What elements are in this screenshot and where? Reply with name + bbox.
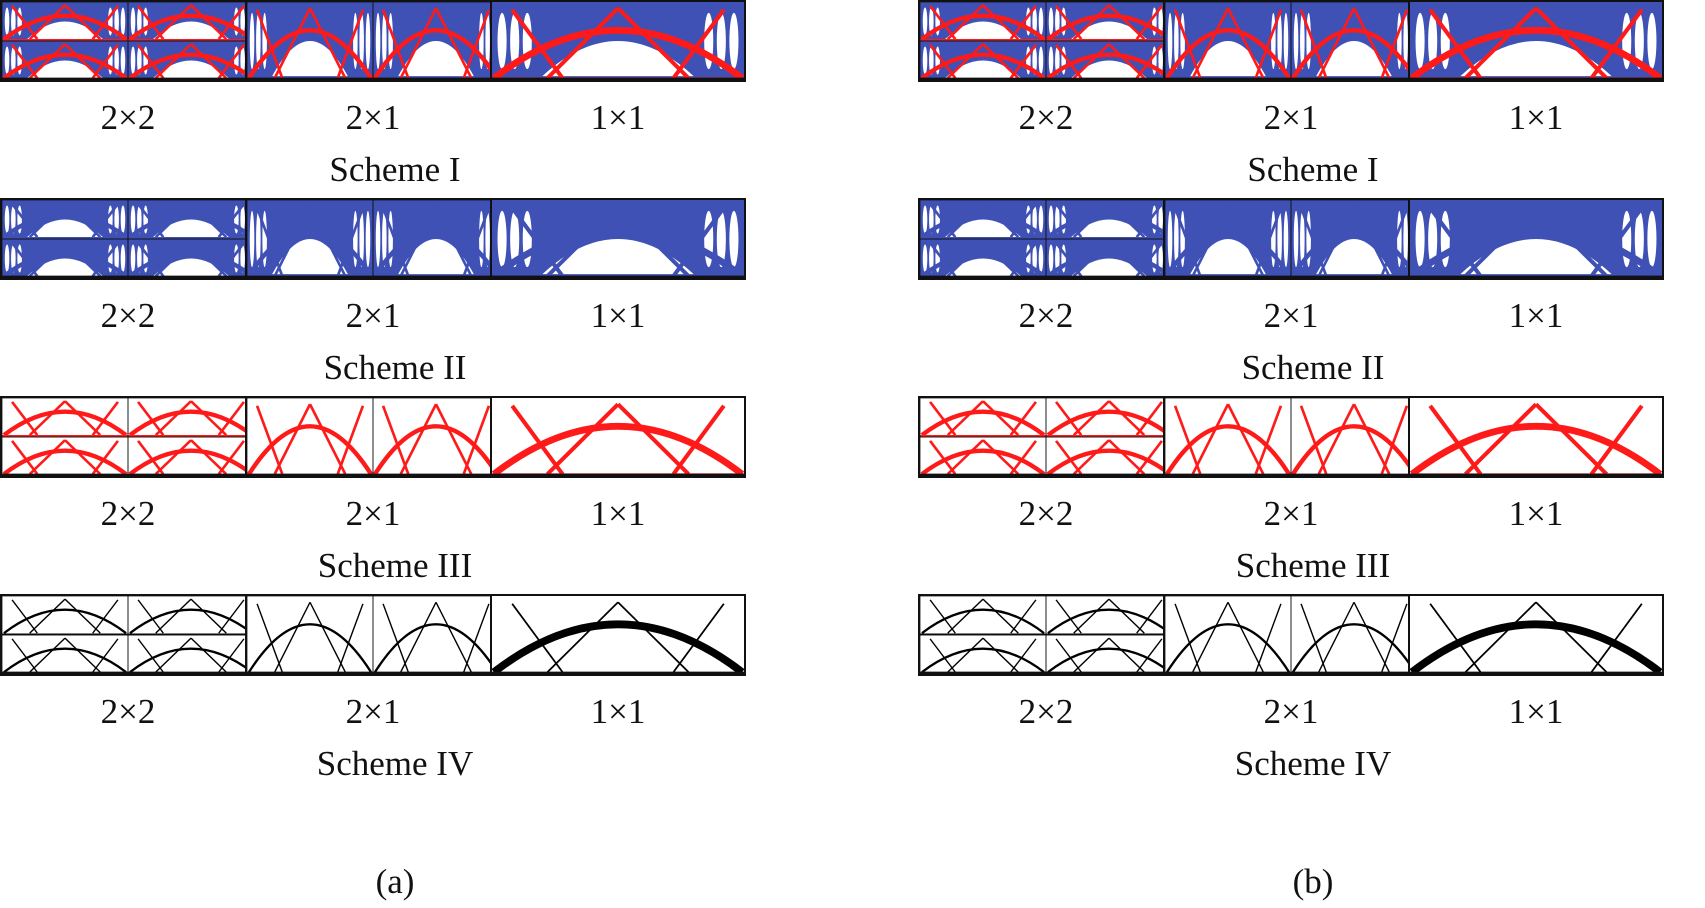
subdomain-size-label: 2×1 bbox=[1263, 98, 1319, 137]
topology-image bbox=[918, 594, 1174, 676]
topology-image bbox=[918, 198, 1174, 280]
scheme-title: Scheme II bbox=[323, 348, 467, 387]
topology-drawing bbox=[247, 596, 499, 674]
topology-image bbox=[490, 0, 746, 82]
topology-image bbox=[490, 594, 746, 676]
topology-drawing bbox=[247, 2, 499, 80]
topology-image bbox=[490, 198, 746, 280]
topology-drawing bbox=[492, 601, 744, 674]
topology-drawing bbox=[2, 596, 254, 674]
topology-image bbox=[1408, 0, 1664, 82]
topology-image bbox=[245, 396, 501, 478]
subdomain-size-label: 2×1 bbox=[1263, 296, 1319, 335]
scheme-title: Scheme III bbox=[1235, 546, 1391, 585]
topology-image bbox=[0, 0, 256, 82]
topology-image bbox=[1163, 594, 1419, 676]
scheme-title: Scheme IV bbox=[316, 744, 474, 783]
topology-image bbox=[245, 198, 501, 280]
subdomain-size-label: 1×1 bbox=[590, 494, 646, 533]
subdomain-size-label: 1×1 bbox=[1508, 494, 1564, 533]
topology-drawing bbox=[1165, 398, 1417, 476]
subdomain-size-label: 1×1 bbox=[1508, 296, 1564, 335]
subdomain-size-label: 2×2 bbox=[1018, 98, 1074, 137]
subdomain-size-label: 2×1 bbox=[345, 494, 401, 533]
subdomain-size-label: 2×2 bbox=[1018, 692, 1074, 731]
subdomain-size-label: 2×2 bbox=[1018, 494, 1074, 533]
topology-drawing bbox=[1165, 596, 1417, 674]
topology-drawing bbox=[2, 2, 254, 80]
scheme-title: Scheme I bbox=[329, 150, 461, 189]
subdomain-size-label: 2×2 bbox=[100, 494, 156, 533]
topology-image bbox=[245, 594, 501, 676]
subdomain-size-label: 2×1 bbox=[345, 692, 401, 731]
topology-drawing bbox=[2, 398, 254, 476]
topology-drawing bbox=[247, 200, 499, 278]
topology-drawing bbox=[920, 200, 1172, 278]
topology-image bbox=[1163, 396, 1419, 478]
topology-image bbox=[1408, 594, 1664, 676]
topology-image bbox=[918, 0, 1174, 82]
topology-image bbox=[0, 594, 256, 676]
topology-image bbox=[490, 396, 746, 478]
topology-drawing bbox=[920, 398, 1172, 476]
topology-drawing bbox=[1165, 200, 1417, 278]
subdomain-size-label: 1×1 bbox=[590, 98, 646, 137]
subdomain-size-label: 1×1 bbox=[590, 692, 646, 731]
subdomain-size-label: 1×1 bbox=[1508, 98, 1564, 137]
subdomain-size-label: 1×1 bbox=[590, 296, 646, 335]
topology-drawing bbox=[492, 402, 744, 476]
topology-drawing bbox=[1410, 402, 1662, 476]
topology-image bbox=[245, 0, 501, 82]
scheme-title: Scheme I bbox=[1247, 150, 1379, 189]
subdomain-size-label: 2×2 bbox=[1018, 296, 1074, 335]
topology-drawing bbox=[1410, 601, 1662, 674]
topology-image bbox=[1408, 396, 1664, 478]
topology-drawing bbox=[492, 2, 744, 80]
scheme-title: Scheme II bbox=[1241, 348, 1385, 387]
topology-drawing bbox=[920, 2, 1172, 80]
topology-image bbox=[0, 198, 256, 280]
topology-drawing bbox=[920, 596, 1172, 674]
subdomain-size-label: 2×1 bbox=[1263, 692, 1319, 731]
topology-image bbox=[1408, 198, 1664, 280]
topology-image bbox=[1163, 0, 1419, 82]
panel-label: (a) bbox=[375, 862, 415, 901]
topology-drawing bbox=[1410, 200, 1662, 278]
scheme-title: Scheme III bbox=[317, 546, 473, 585]
topology-drawing bbox=[492, 200, 744, 278]
topology-drawing bbox=[2, 200, 254, 278]
topology-image bbox=[1163, 198, 1419, 280]
topology-drawing bbox=[1165, 2, 1417, 80]
subdomain-size-label: 1×1 bbox=[1508, 692, 1564, 731]
subdomain-size-label: 2×2 bbox=[100, 692, 156, 731]
topology-drawing bbox=[247, 398, 499, 476]
scheme-title: Scheme IV bbox=[1234, 744, 1392, 783]
subdomain-size-label: 2×2 bbox=[100, 98, 156, 137]
panel-label: (b) bbox=[1292, 862, 1334, 901]
topology-drawing bbox=[1410, 2, 1662, 80]
subdomain-size-label: 2×2 bbox=[100, 296, 156, 335]
topology-image bbox=[918, 396, 1174, 478]
subdomain-size-label: 2×1 bbox=[1263, 494, 1319, 533]
subdomain-size-label: 2×1 bbox=[345, 98, 401, 137]
topology-image bbox=[0, 396, 256, 478]
subdomain-size-label: 2×1 bbox=[345, 296, 401, 335]
